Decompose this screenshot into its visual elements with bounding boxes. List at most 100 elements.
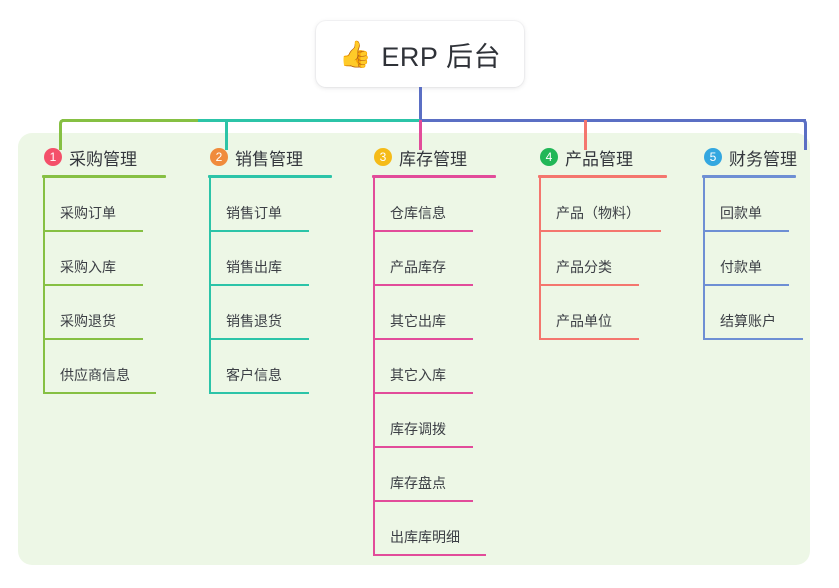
leaf-item-rule — [373, 554, 486, 556]
column-trunk-line — [703, 178, 705, 340]
badge-number-icon: 1 — [44, 148, 62, 166]
leaf-item[interactable]: 销售出库 — [196, 232, 356, 286]
leaf-item[interactable]: 客户信息 — [196, 340, 356, 394]
badge-number-icon: 4 — [540, 148, 558, 166]
column-title: 产品管理 — [565, 149, 633, 169]
column-items: 回款单付款单结算账户 — [690, 178, 820, 340]
thumbs-up-icon: 👍 — [339, 39, 372, 69]
leaf-item-label: 付款单 — [720, 259, 762, 275]
leaf-item-rule — [43, 230, 143, 232]
leaf-item-rule — [703, 338, 803, 340]
leaf-item-rule — [373, 284, 473, 286]
column-trunk-line — [373, 178, 375, 556]
leaf-item[interactable]: 采购退货 — [30, 286, 190, 340]
leaf-item-label: 产品单位 — [556, 313, 612, 329]
leaf-item[interactable]: 产品分类 — [526, 232, 691, 286]
leaf-item-label: 采购入库 — [60, 259, 116, 275]
column-items: 仓库信息产品库存其它出库其它入库库存调拨库存盘点出库库明细 — [360, 178, 520, 556]
leaf-item-rule — [703, 230, 789, 232]
leaf-item[interactable]: 采购订单 — [30, 178, 190, 232]
column-采购管理: 1 采购管理采购订单采购入库采购退货供应商信息 — [30, 145, 190, 394]
leaf-item-label: 其它入库 — [390, 367, 446, 383]
leaf-item[interactable]: 库存盘点 — [360, 448, 520, 502]
leaf-item[interactable]: 付款单 — [690, 232, 820, 286]
leaf-item-rule — [209, 230, 309, 232]
leaf-item-rule — [209, 338, 309, 340]
badge-number-icon: 5 — [704, 148, 722, 166]
leaf-item-rule — [43, 284, 143, 286]
column-header-财务管理[interactable]: 5 财务管理 — [690, 145, 820, 169]
leaf-item-rule — [373, 446, 473, 448]
badge-number-icon: 3 — [374, 148, 392, 166]
leaf-item-label: 销售退货 — [226, 313, 282, 329]
leaf-item-rule — [43, 392, 156, 394]
leaf-item-rule — [539, 230, 661, 232]
column-items: 销售订单销售出库销售退货客户信息 — [196, 178, 356, 394]
leaf-item[interactable]: 结算账户 — [690, 286, 820, 340]
column-销售管理: 2 销售管理销售订单销售出库销售退货客户信息 — [196, 145, 356, 394]
leaf-item-label: 采购退货 — [60, 313, 116, 329]
column-trunk-line — [209, 178, 211, 394]
leaf-item-rule — [209, 284, 309, 286]
leaf-item-label: 回款单 — [720, 205, 762, 221]
column-trunk-line — [43, 178, 45, 394]
leaf-item[interactable]: 其它入库 — [360, 340, 520, 394]
leaf-item[interactable]: 产品单位 — [526, 286, 691, 340]
leaf-item[interactable]: 库存调拨 — [360, 394, 520, 448]
column-产品管理: 4 产品管理产品（物料） 产品分类产品单位 — [526, 145, 691, 340]
leaf-item-label: 采购订单 — [60, 205, 116, 221]
leaf-item-label: 产品（物料） — [556, 205, 640, 221]
root-node-title: ERP 后台 — [381, 41, 501, 72]
leaf-item[interactable]: 销售订单 — [196, 178, 356, 232]
leaf-item-rule — [373, 500, 473, 502]
column-header-采购管理[interactable]: 1 采购管理 — [30, 145, 190, 169]
column-header-库存管理[interactable]: 3 库存管理 — [360, 145, 520, 169]
column-库存管理: 3 库存管理仓库信息产品库存其它出库其它入库库存调拨库存盘点出库库明细 — [360, 145, 520, 556]
leaf-item[interactable]: 产品库存 — [360, 232, 520, 286]
diagram-background-panel — [18, 133, 810, 565]
column-header-rule — [42, 175, 166, 178]
leaf-item[interactable]: 销售退货 — [196, 286, 356, 340]
root-node-content: 👍 ERP 后台 — [339, 35, 501, 74]
column-header-rule — [208, 175, 332, 178]
column-title: 库存管理 — [399, 149, 467, 169]
leaf-item[interactable]: 产品（物料） — [526, 178, 691, 232]
leaf-item-rule — [703, 284, 789, 286]
column-title: 采购管理 — [69, 149, 137, 169]
leaf-item-rule — [373, 338, 473, 340]
leaf-item-rule — [539, 284, 639, 286]
badge-number-icon: 2 — [210, 148, 228, 166]
column-header-rule — [372, 175, 496, 178]
column-items: 采购订单采购入库采购退货供应商信息 — [30, 178, 190, 394]
leaf-item-rule — [43, 338, 143, 340]
column-header-rule — [538, 175, 667, 178]
column-header-销售管理[interactable]: 2 销售管理 — [196, 145, 356, 169]
leaf-item-rule — [539, 338, 639, 340]
column-items: 产品（物料） 产品分类产品单位 — [526, 178, 691, 340]
column-header-产品管理[interactable]: 4 产品管理 — [526, 145, 691, 169]
leaf-item-rule — [373, 230, 473, 232]
root-node-erp-backend[interactable]: 👍 ERP 后台 — [316, 21, 524, 87]
leaf-item-label: 客户信息 — [226, 367, 282, 383]
column-header-rule — [702, 175, 796, 178]
leaf-item-rule — [373, 392, 473, 394]
leaf-item[interactable]: 供应商信息 — [30, 340, 190, 394]
leaf-item-label: 产品分类 — [556, 259, 612, 275]
leaf-item-label: 结算账户 — [720, 313, 776, 329]
leaf-item-label: 销售订单 — [226, 205, 282, 221]
leaf-item-label: 仓库信息 — [390, 205, 446, 221]
leaf-item-label: 销售出库 — [226, 259, 282, 275]
leaf-item-label: 库存调拨 — [390, 421, 446, 437]
leaf-item-rule — [209, 392, 309, 394]
leaf-item[interactable]: 仓库信息 — [360, 178, 520, 232]
column-财务管理: 5 财务管理回款单付款单结算账户 — [690, 145, 820, 340]
leaf-item[interactable]: 出库库明细 — [360, 502, 520, 556]
leaf-item-label: 库存盘点 — [390, 475, 446, 491]
leaf-item-label: 供应商信息 — [60, 367, 130, 383]
leaf-item[interactable]: 采购入库 — [30, 232, 190, 286]
column-title: 财务管理 — [729, 149, 797, 169]
leaf-item[interactable]: 其它出库 — [360, 286, 520, 340]
column-title: 销售管理 — [235, 149, 303, 169]
leaf-item[interactable]: 回款单 — [690, 178, 820, 232]
